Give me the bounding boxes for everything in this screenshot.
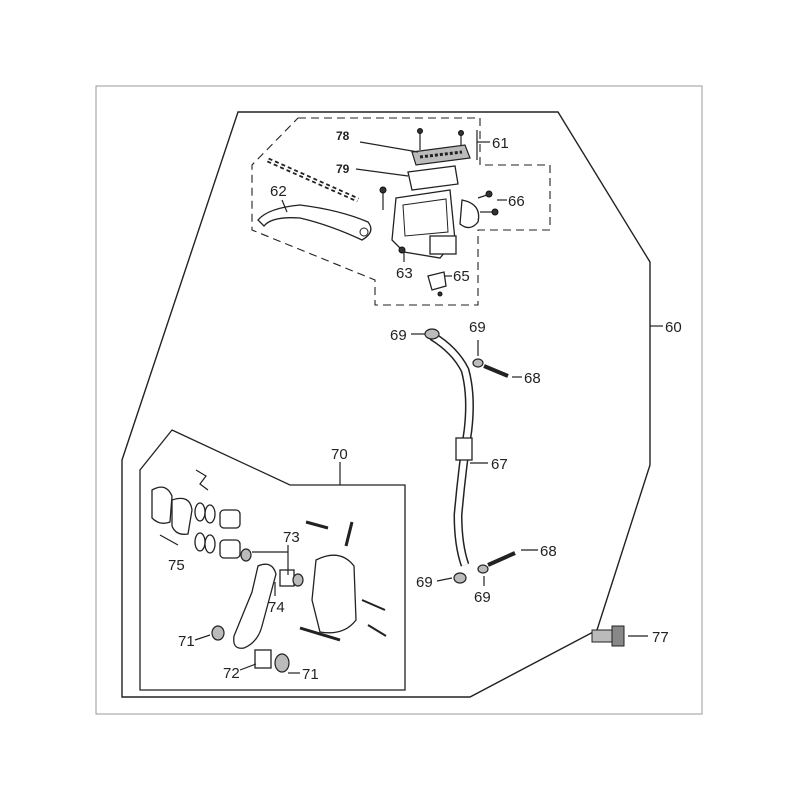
label-71-right: 71 <box>302 666 319 683</box>
label-63: 63 <box>396 265 413 282</box>
slide-pin-upper <box>305 520 329 530</box>
bolt-77 <box>591 625 625 647</box>
brake-pad-left <box>151 486 173 524</box>
screw-head-left <box>417 128 423 134</box>
label-69-bottom-left: 69 <box>416 574 433 591</box>
washer-69-top-left <box>424 328 440 340</box>
label-68-top: 68 <box>524 370 541 387</box>
master-cylinder-box <box>251 117 551 306</box>
pin-bolt-2 <box>367 624 387 637</box>
lever-pivot-hole <box>359 227 369 237</box>
label-72: 72 <box>223 665 240 682</box>
pad-spring <box>195 469 209 491</box>
label-69-top-right: 69 <box>469 319 486 336</box>
caliper-group <box>151 469 387 673</box>
brake-pad-right <box>171 497 193 535</box>
pin-bolt-1 <box>361 599 386 611</box>
assembly-60-outline <box>121 111 651 698</box>
boot-73-left <box>240 548 252 562</box>
label-65: 65 <box>453 268 470 285</box>
label-75: 75 <box>168 557 185 574</box>
slide-pin-lower <box>299 626 341 642</box>
sleeve-72 <box>254 649 272 669</box>
leader-69c <box>436 577 453 582</box>
brake-hose-inner <box>430 333 473 566</box>
washer-69-top-right <box>472 358 484 368</box>
piston-seal-2 <box>194 502 206 522</box>
caliper-box <box>139 429 406 691</box>
bolt-77-head <box>611 625 625 647</box>
leader-lines <box>159 130 663 674</box>
master-cylinder-group <box>257 128 499 297</box>
leader-75 <box>159 534 179 546</box>
label-69-bottom-right: 69 <box>474 589 491 606</box>
leader-62 <box>281 199 288 213</box>
piston-seal-3 <box>204 534 216 554</box>
label-74: 74 <box>268 599 285 616</box>
leader-79 <box>355 168 409 177</box>
label-69-top-left: 69 <box>390 327 407 344</box>
pivot-nut <box>398 246 406 254</box>
boot-71-right <box>274 653 290 673</box>
label-71-left: 71 <box>178 633 195 650</box>
switch-screw <box>437 291 443 297</box>
washer-69-bottom-right <box>477 564 489 574</box>
label-60: 60 <box>665 319 682 336</box>
leader-71a <box>194 634 211 641</box>
leader-72 <box>239 663 257 671</box>
part-labels: 78 79 61 62 66 63 65 60 69 69 68 67 68 6… <box>168 129 682 683</box>
label-68-bottom: 68 <box>540 543 557 560</box>
piston-kit <box>266 157 360 203</box>
piston-seal-1 <box>204 504 216 524</box>
pivot-bolt-head <box>379 186 387 194</box>
label-66: 66 <box>508 193 525 210</box>
brake-hose-group <box>424 328 516 584</box>
diaphragm <box>407 165 459 191</box>
banjo-bolt-68-top <box>483 364 509 378</box>
label-79: 79 <box>336 162 350 176</box>
label-78: 78 <box>336 129 350 143</box>
clamp-nut-top <box>485 190 493 198</box>
cover-ribs <box>419 150 463 159</box>
clamp-nut-bottom <box>491 208 499 216</box>
label-62: 62 <box>270 183 287 200</box>
boot-73-right <box>292 573 304 587</box>
label-77: 77 <box>652 629 669 646</box>
bolt-77-shank <box>591 629 613 643</box>
piston-kit-axis <box>267 159 359 201</box>
caliper-bracket <box>233 563 277 649</box>
washer-69-bottom-left <box>453 572 467 584</box>
boot-71-left <box>211 625 225 641</box>
brake-lever <box>257 204 372 241</box>
hose-sleeve <box>455 437 473 461</box>
brake-switch <box>427 271 447 291</box>
banjo-port <box>429 235 457 255</box>
leader-78 <box>359 141 419 153</box>
piston-seal-4 <box>194 532 206 552</box>
sleeve-upper <box>279 569 295 587</box>
reservoir-inner <box>402 198 449 237</box>
label-61: 61 <box>492 135 509 152</box>
outer-frame <box>95 85 703 715</box>
caliper-piston-upper <box>219 509 241 529</box>
label-70: 70 <box>331 446 348 463</box>
caliper-piston-lower <box>219 539 241 559</box>
caliper-body <box>311 554 357 634</box>
screw-head-right <box>458 130 464 136</box>
label-67: 67 <box>491 456 508 473</box>
handlebar-clamp <box>459 199 480 229</box>
banjo-bolt-68-bottom <box>487 551 516 567</box>
label-73: 73 <box>283 529 300 546</box>
bleeder-valve <box>344 521 354 547</box>
